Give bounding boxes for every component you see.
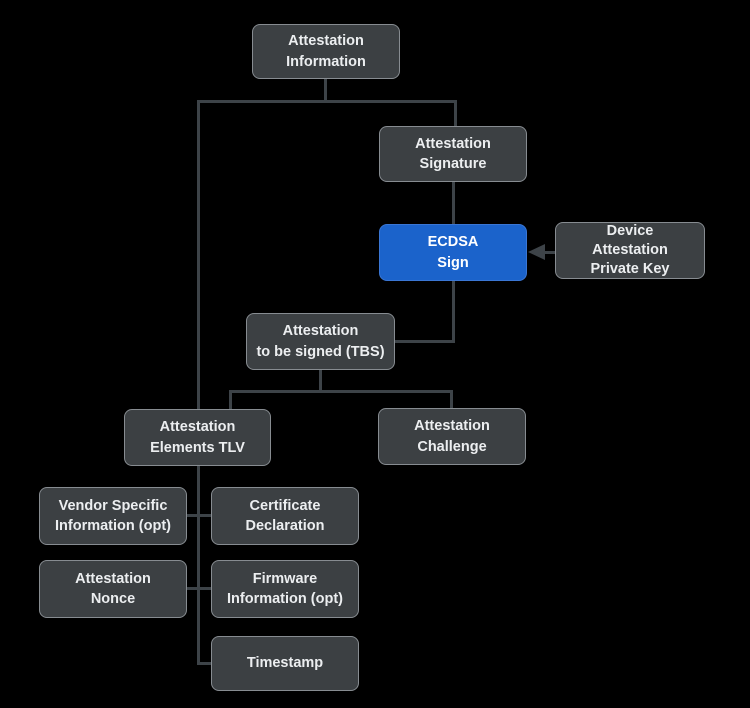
- connector-key-to-ecdsa: [544, 250, 556, 254]
- connector-tbs-branch: [229, 390, 453, 393]
- node-ecdsa-sign: ECDSA Sign: [379, 224, 527, 281]
- connector-ecdsa-down: [452, 280, 455, 343]
- connector-row-vendor-cert: [186, 514, 212, 517]
- node-attestation-nonce: Attestation Nonce: [39, 560, 187, 618]
- node-timestamp: Timestamp: [211, 636, 359, 691]
- connector-row-timestamp: [197, 662, 212, 665]
- connector-signature-drop: [454, 100, 457, 128]
- node-attestation-elements-tlv: Attestation Elements TLV: [124, 409, 271, 466]
- connector-tbs-down: [319, 369, 322, 392]
- connector-challenge-drop: [450, 390, 453, 409]
- connector-signature-to-ecdsa: [452, 181, 455, 225]
- node-firmware-information: Firmware Information (opt): [211, 560, 359, 618]
- node-vendor-specific-information: Vendor Specific Information (opt): [39, 487, 187, 545]
- connector-to-tbs: [394, 340, 454, 343]
- connector-left-vertical-lower: [197, 465, 200, 665]
- connector-left-vertical-upper: [197, 100, 200, 412]
- node-attestation-challenge: Attestation Challenge: [378, 408, 526, 465]
- node-attestation-signature: Attestation Signature: [379, 126, 527, 182]
- connector-top-branch: [198, 100, 457, 103]
- node-certificate-declaration: Certificate Declaration: [211, 487, 359, 545]
- node-device-attestation-private-key: Device Attestation Private Key: [555, 222, 705, 279]
- node-attestation-tbs: Attestation to be signed (TBS): [246, 313, 395, 370]
- connector-info-down: [324, 78, 327, 102]
- node-attestation-information: Attestation Information: [252, 24, 400, 79]
- connector-tlv-drop: [229, 390, 232, 410]
- arrowhead-left-icon: [528, 244, 545, 260]
- connector-row-nonce-firmware: [186, 587, 212, 590]
